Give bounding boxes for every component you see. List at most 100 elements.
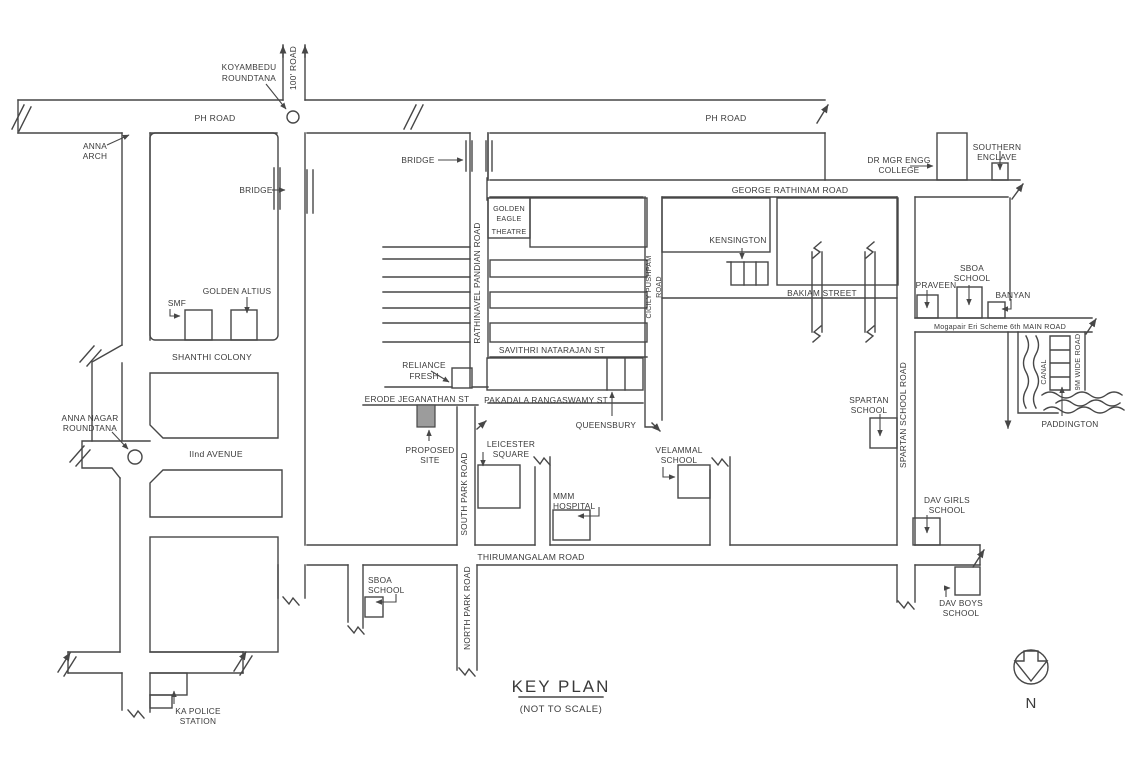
road-south-park: [456, 406, 487, 546]
golden-eagle-label-1: GOLDEN: [493, 204, 525, 213]
city-blocks: [149, 132, 283, 653]
mmm-label-2: HOSPITAL: [553, 501, 596, 511]
george-rathinam-label: GEORGE RATHINAM ROAD: [732, 185, 849, 195]
dav-girls-label-1: DAV GIRLS: [924, 495, 970, 505]
canal-paddington-area: [1004, 331, 1125, 429]
proposed-site-box: [416, 404, 436, 428]
spartan-school-box: [869, 417, 898, 449]
velammal-label-2: SCHOOL: [661, 455, 698, 465]
wide-road-9m-label: 9M WIDE ROAD: [1073, 334, 1082, 391]
golden-altius-box: [230, 309, 258, 341]
thirumangalam-label: THIRUMANGALAM ROAD: [477, 552, 584, 562]
queensbury-label: QUEENSBURY: [576, 420, 637, 430]
road-spartan-school: [896, 196, 916, 610]
anna-arch-label-2: ARCH: [83, 151, 108, 161]
ka-police-box2: [149, 694, 173, 709]
anna-nagar-label-1: ANNA NAGAR: [62, 413, 119, 423]
smf-label: SMF: [168, 298, 186, 308]
leicester-label-1: LEICESTER: [487, 439, 535, 449]
proposed-site-label-2: SITE: [420, 455, 440, 465]
sboa-right-label-2: SCHOOL: [954, 273, 991, 283]
sboa-right-label-1: SBOA: [960, 263, 984, 273]
savithri-label: SAVITHRI NATARAJAN ST: [499, 345, 605, 355]
bakiam-street-label: BAKIAM STREET: [787, 288, 857, 298]
reliance-label-2: FRESH: [409, 371, 438, 381]
mmm-hospital-box: [552, 509, 591, 541]
leicester-label-2: SQUARE: [493, 449, 530, 459]
anna-arch-label-1: ANNA: [83, 141, 107, 151]
dav-boys-label-1: DAV BOYS: [939, 598, 983, 608]
koyambedu-label-2: ROUNDTANA: [222, 73, 276, 83]
bakiam-street-area: [661, 197, 899, 343]
road-100-label: 100' ROAD: [288, 46, 298, 90]
road-savithri-pakadala-erode: [362, 356, 648, 406]
reliance-label-1: RELIANCE: [402, 360, 446, 370]
road-thirumangalam: [306, 544, 985, 568]
dr-mgr-label-2: COLLEGE: [879, 165, 920, 175]
golden-eagle-label-2: EAGLE: [496, 214, 521, 223]
building-boxes: [149, 132, 1009, 709]
page-title: KEY PLAN: [512, 677, 611, 696]
north-arrow-icon: [1013, 649, 1049, 685]
ph-road-right-label: PH ROAD: [706, 113, 747, 123]
south-park-label: SOUTH PARK ROAD: [459, 452, 469, 535]
pakadala-label: PAKADALA RANGASWAMY ST: [484, 395, 608, 405]
road-ph: [11, 99, 829, 134]
north-letter: N: [1025, 695, 1036, 712]
spartan-school-label-2: SCHOOL: [851, 405, 888, 415]
ph-road-left-label: PH ROAD: [195, 113, 236, 123]
anna-nagar-label-2: ROUNDTANA: [63, 423, 117, 433]
koyambedu-roundtana-circle: [286, 110, 300, 124]
erode-label: ERODE JEGANATHAN ST: [365, 394, 470, 404]
road-george-rathinam: [486, 132, 1024, 301]
north-park-label: NORTH PARK ROAD: [462, 566, 472, 650]
velammal-label-1: VELAMMAL: [655, 445, 702, 455]
cicily-pushpam-label-2: ROAD: [654, 276, 663, 298]
map-labels: KOYAMBEDU ROUNDTANA 100' ROAD PH ROAD PH…: [62, 46, 1099, 726]
anna-nagar-roundtana-circle: [127, 449, 143, 465]
second-avenue-label: IInd AVENUE: [189, 449, 243, 459]
ka-police-label-1: KA POLICE: [175, 706, 221, 716]
bridge-left-label: BRIDGE: [239, 185, 273, 195]
golden-eagle-theatre-box: [487, 197, 531, 239]
smf-box: [184, 309, 213, 341]
sboa-left-label-2: SCHOOL: [368, 585, 405, 595]
golden-altius-label: GOLDEN ALTIUS: [203, 286, 272, 296]
mmm-label-1: MMM: [553, 491, 574, 501]
kensington-buildings: [726, 261, 769, 286]
dav-girls-label-2: SCHOOL: [929, 505, 966, 515]
reliance-fresh-box: [451, 367, 473, 389]
sboa-left-label-1: SBOA: [368, 575, 392, 585]
canal-label: CANAL: [1039, 359, 1048, 384]
dr-mgr-college-box: [936, 132, 968, 181]
dav-boys-box: [954, 566, 981, 596]
ka-police-label-2: STATION: [180, 716, 216, 726]
banyan-label: BANYAN: [995, 290, 1030, 300]
proposed-site-label-1: PROPOSED: [405, 445, 454, 455]
sboa-left-box: [364, 596, 384, 618]
cross-streets: [347, 456, 731, 677]
velammal-school-box: [677, 464, 711, 499]
golden-eagle-label-3: THEATRE: [492, 227, 527, 236]
rathinavel-pandian-label: RATHINAVEL PANDIAN ROAD: [472, 222, 482, 343]
road-100ft: [279, 44, 309, 101]
road-left-lower: [57, 477, 253, 719]
southern-enclave-label-2: ENCLAVE: [977, 152, 1017, 162]
cicily-pushpam-label-1: CICILY PUSHPAM: [644, 255, 653, 318]
southern-enclave-label-1: SOUTHERN: [973, 142, 1022, 152]
spartan-road-label: SPARTAN SCHOOL ROAD: [898, 362, 908, 468]
banyan-box: [987, 301, 1006, 319]
praveen-label: PRAVEEN: [916, 280, 957, 290]
shanthi-colony-label: SHANTHI COLONY: [172, 352, 252, 362]
bridge-right-label: BRIDGE: [401, 155, 435, 165]
spartan-school-label-1: SPARTAN: [849, 395, 889, 405]
kensington-label: KENSINGTON: [709, 235, 766, 245]
dav-boys-label-2: SCHOOL: [943, 608, 980, 618]
paddington-label: PADDINGTON: [1041, 419, 1098, 429]
leader-arrows: [106, 83, 1065, 704]
dr-mgr-label-1: DR MGR ENGG: [867, 155, 930, 165]
leicester-square-box: [477, 464, 521, 509]
ka-police-box1: [149, 672, 188, 696]
